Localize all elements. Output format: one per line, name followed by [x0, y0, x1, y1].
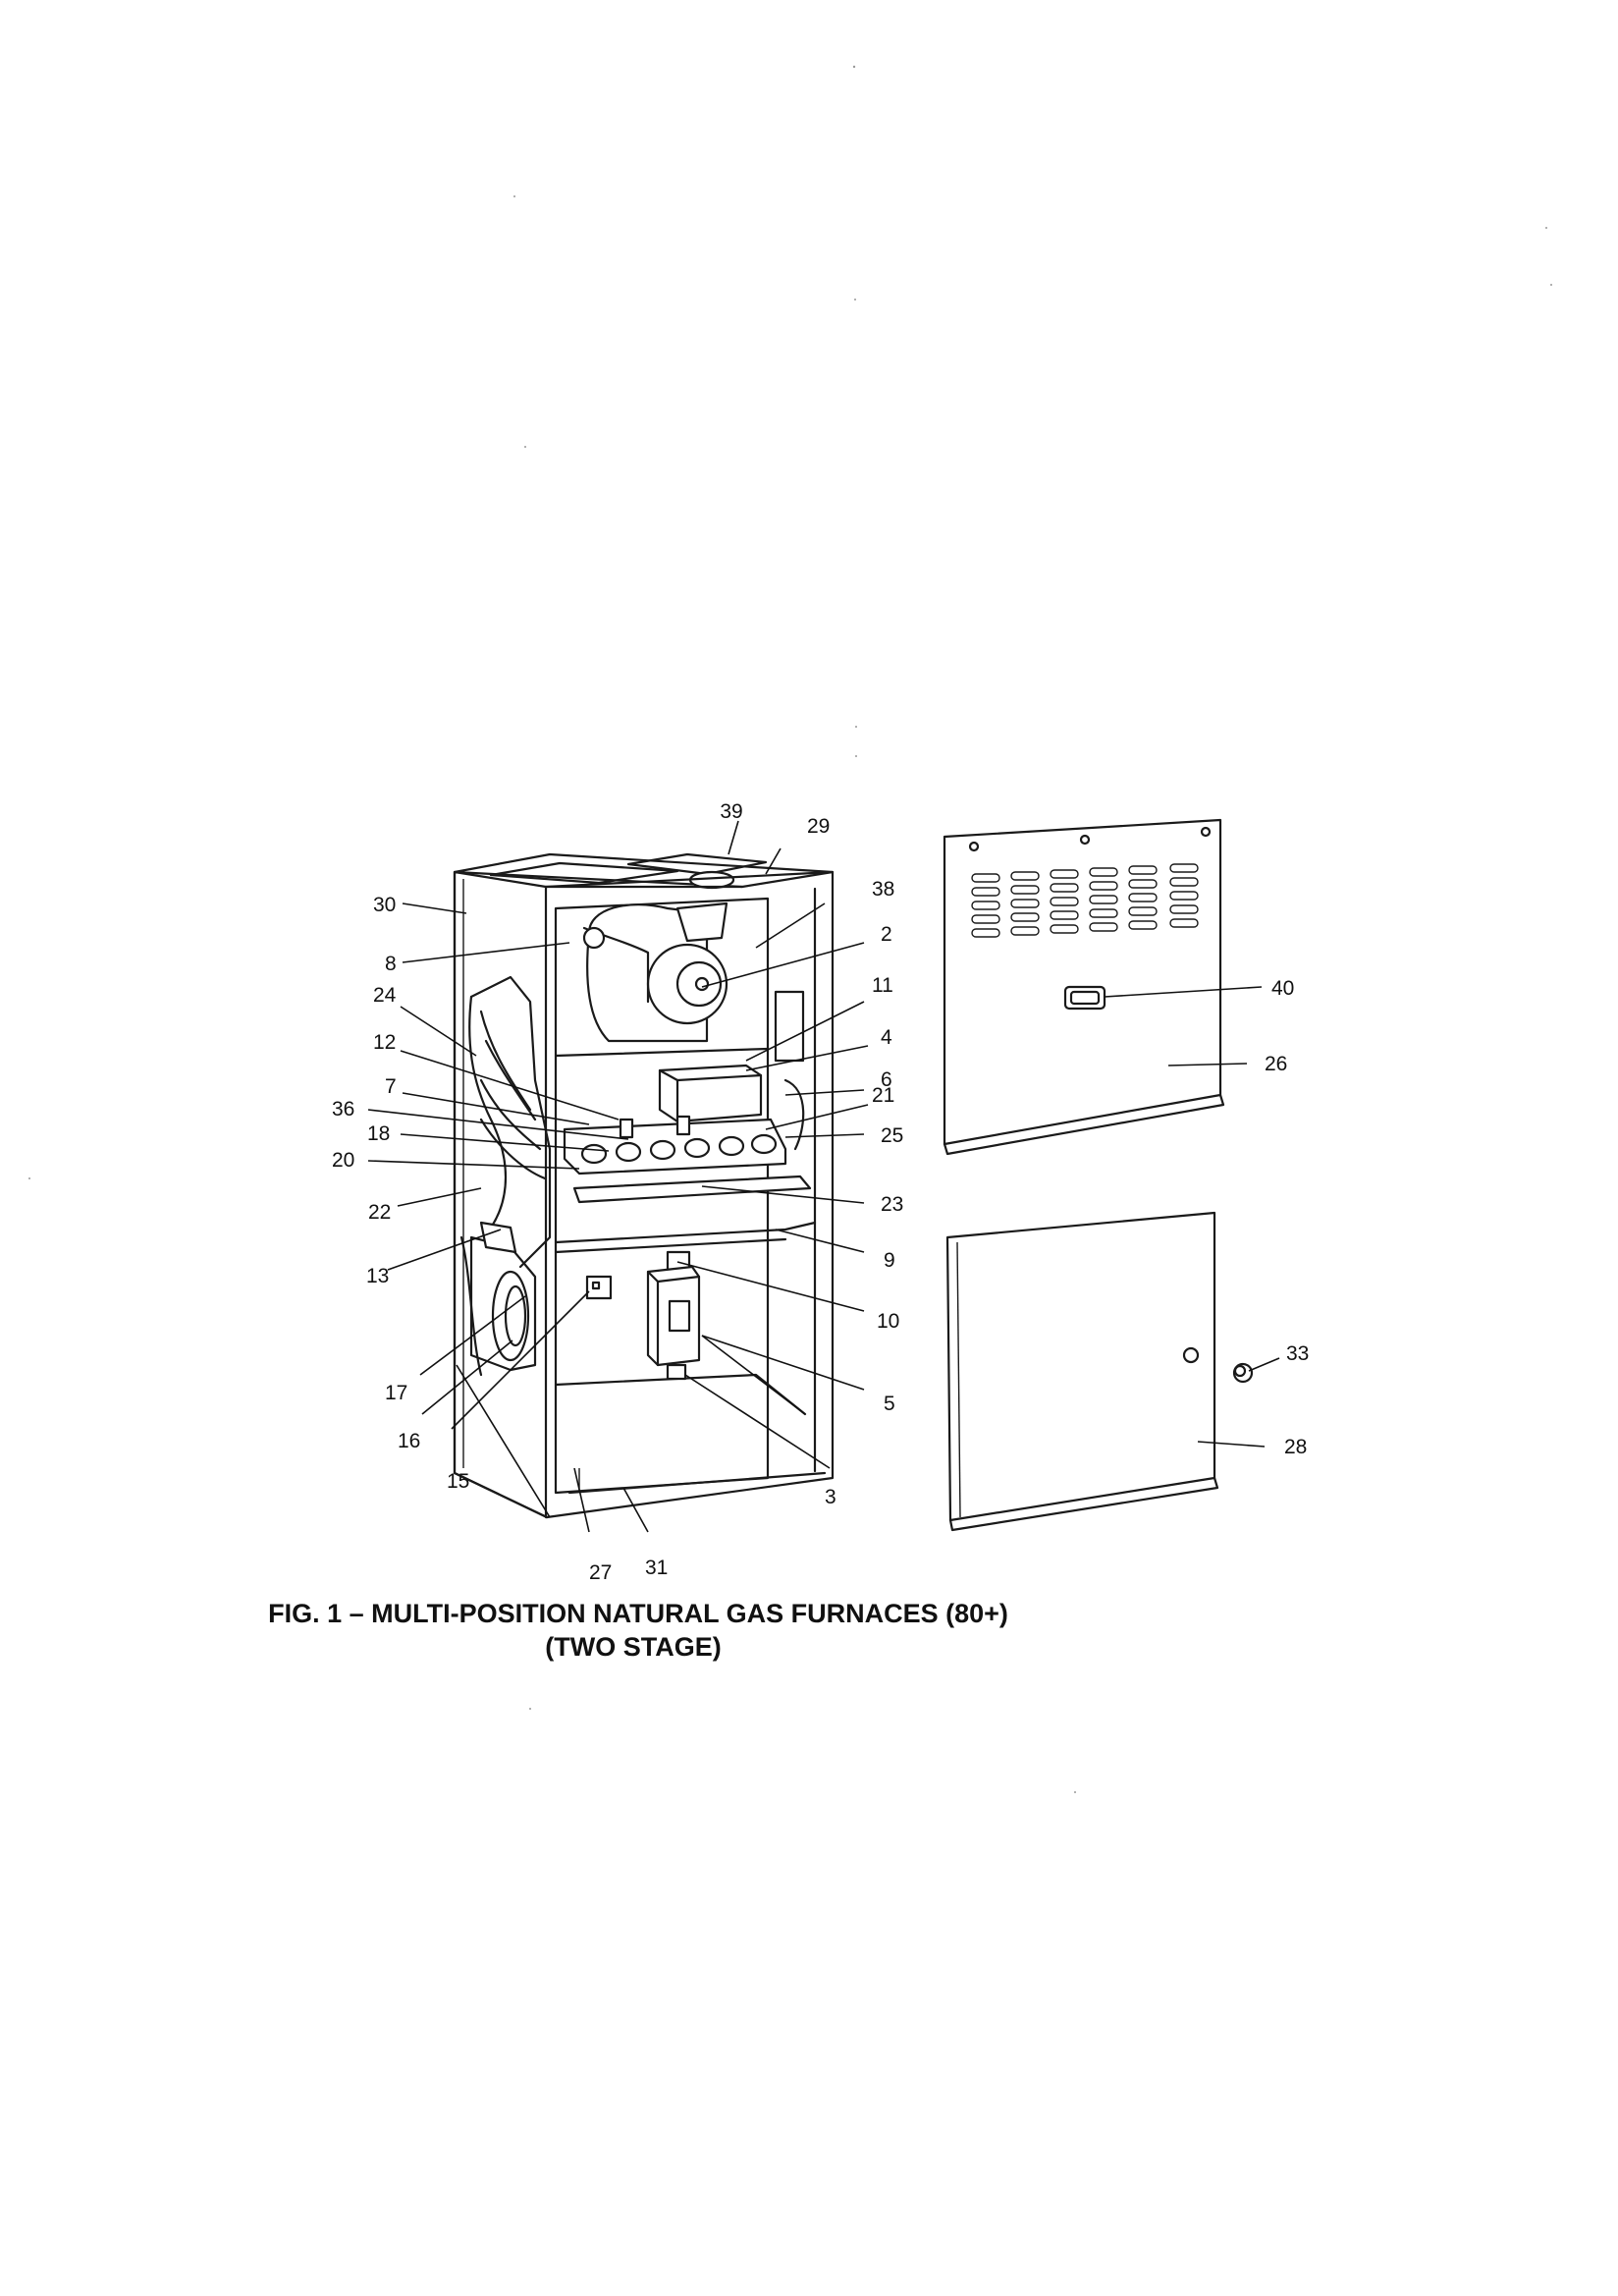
callout-5: 5	[884, 1393, 895, 1415]
callout-33: 33	[1286, 1342, 1309, 1365]
heat-exchanger-and-blower	[459, 975, 552, 1377]
burner-assembly	[563, 1078, 812, 1204]
upper-access-door	[943, 818, 1225, 1156]
inducer-motor-assembly	[582, 902, 728, 1043]
callout-27: 27	[589, 1561, 612, 1584]
leader-lines	[367, 820, 1280, 1533]
callout-22: 22	[368, 1201, 391, 1224]
callout-23: 23	[881, 1193, 903, 1216]
callout-9: 9	[884, 1249, 895, 1272]
callout-7: 7	[385, 1075, 397, 1098]
callout-2: 2	[881, 923, 892, 946]
callout-21: 21	[872, 1084, 894, 1107]
callout-28: 28	[1284, 1436, 1307, 1458]
callout-17: 17	[385, 1382, 407, 1404]
callout-6: 6	[881, 1068, 892, 1091]
lower-blower-door	[945, 1211, 1254, 1532]
callout-31: 31	[645, 1557, 668, 1579]
callout-11: 11	[872, 974, 893, 997]
callout-labels: 39 29 30 38 8 2 24 11 4 12 6 21 7 36 25 …	[332, 800, 1309, 1584]
scan-specks	[28, 65, 1552, 1793]
callout-25: 25	[881, 1124, 903, 1147]
callout-40: 40	[1271, 977, 1294, 1000]
callout-26: 26	[1265, 1053, 1287, 1075]
callout-4: 4	[881, 1026, 892, 1049]
callout-3: 3	[825, 1486, 836, 1508]
callout-13: 13	[366, 1265, 389, 1287]
door-knob	[1232, 1362, 1254, 1384]
callout-38: 38	[872, 878, 894, 901]
gas-valve	[646, 1250, 701, 1381]
callout-24: 24	[373, 984, 397, 1007]
callout-15: 15	[447, 1470, 469, 1493]
callout-29: 29	[807, 815, 830, 838]
callout-30: 30	[373, 894, 396, 916]
callout-20: 20	[332, 1149, 354, 1172]
control-box	[658, 990, 805, 1123]
callout-10: 10	[877, 1310, 899, 1333]
figure-subcaption: (TWO STAGE)	[545, 1632, 722, 1662]
figure-caption: FIG. 1 – MULTI-POSITION NATURAL GAS FURN…	[268, 1599, 1008, 1628]
callout-16: 16	[398, 1430, 420, 1452]
callout-8: 8	[385, 953, 397, 975]
callout-18: 18	[367, 1122, 390, 1145]
door-switch	[585, 1275, 613, 1300]
callout-12: 12	[373, 1031, 396, 1054]
door-hole	[1182, 1346, 1200, 1364]
callout-39: 39	[720, 800, 742, 823]
callout-36: 36	[332, 1098, 354, 1121]
louver-vents	[971, 863, 1199, 938]
